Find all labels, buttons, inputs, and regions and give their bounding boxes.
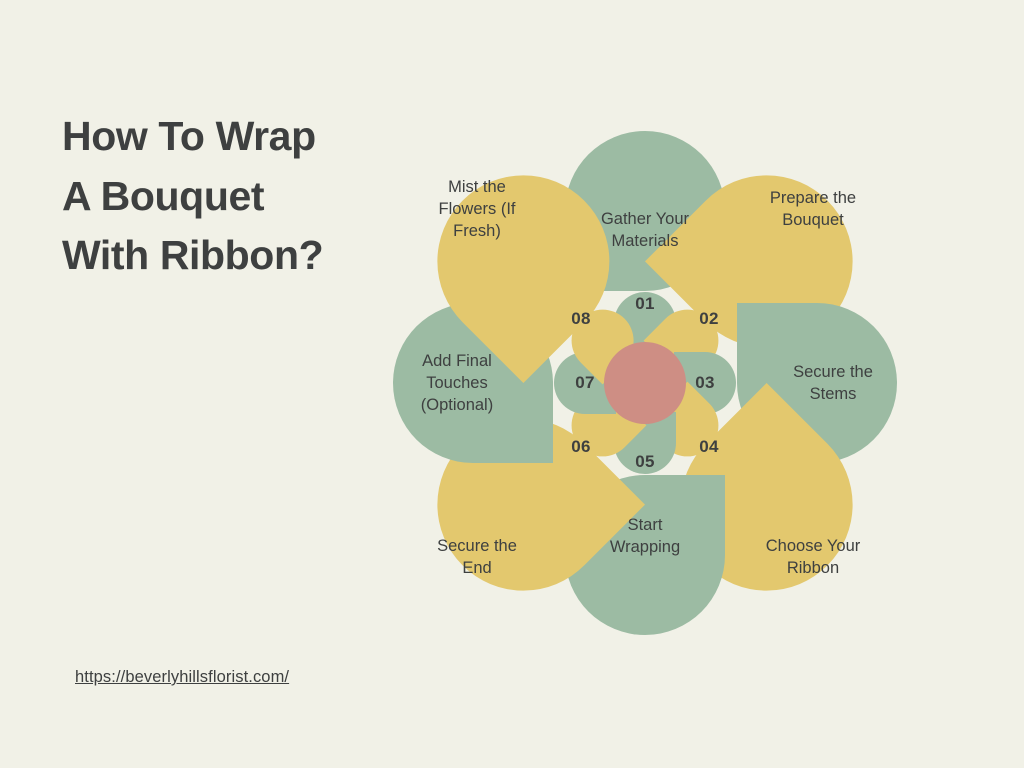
- step-02-number: 02: [699, 309, 719, 328]
- step-05-number: 05: [635, 452, 655, 471]
- step-08-label: Mist the Flowers (If Fresh): [438, 177, 516, 241]
- step-04-label: Choose Your Ribbon: [765, 536, 861, 577]
- step-03-number: 03: [695, 373, 715, 392]
- step-04-number: 04: [699, 437, 719, 456]
- step-01-label: Gather Your Materials: [600, 209, 690, 250]
- step-01-number: 01: [635, 294, 655, 313]
- source-url-link[interactable]: https://beverlyhillsflorist.com/: [75, 668, 290, 686]
- step-02-label: Prepare the Bouquet: [769, 188, 857, 229]
- step-07-number: 07: [575, 373, 595, 392]
- diagram-center-hub: [604, 342, 686, 424]
- step-06-label: Secure the End: [437, 536, 517, 577]
- step-06-number: 06: [571, 437, 591, 456]
- step-03-label: Secure the Stems: [793, 362, 873, 403]
- step-05-label: Start Wrapping: [609, 515, 681, 556]
- step-07-label: Add Final Touches (Optional): [420, 351, 494, 415]
- step-08-number: 08: [571, 309, 591, 328]
- page-title: How To Wrap A Bouquet With Ribbon?: [62, 113, 324, 278]
